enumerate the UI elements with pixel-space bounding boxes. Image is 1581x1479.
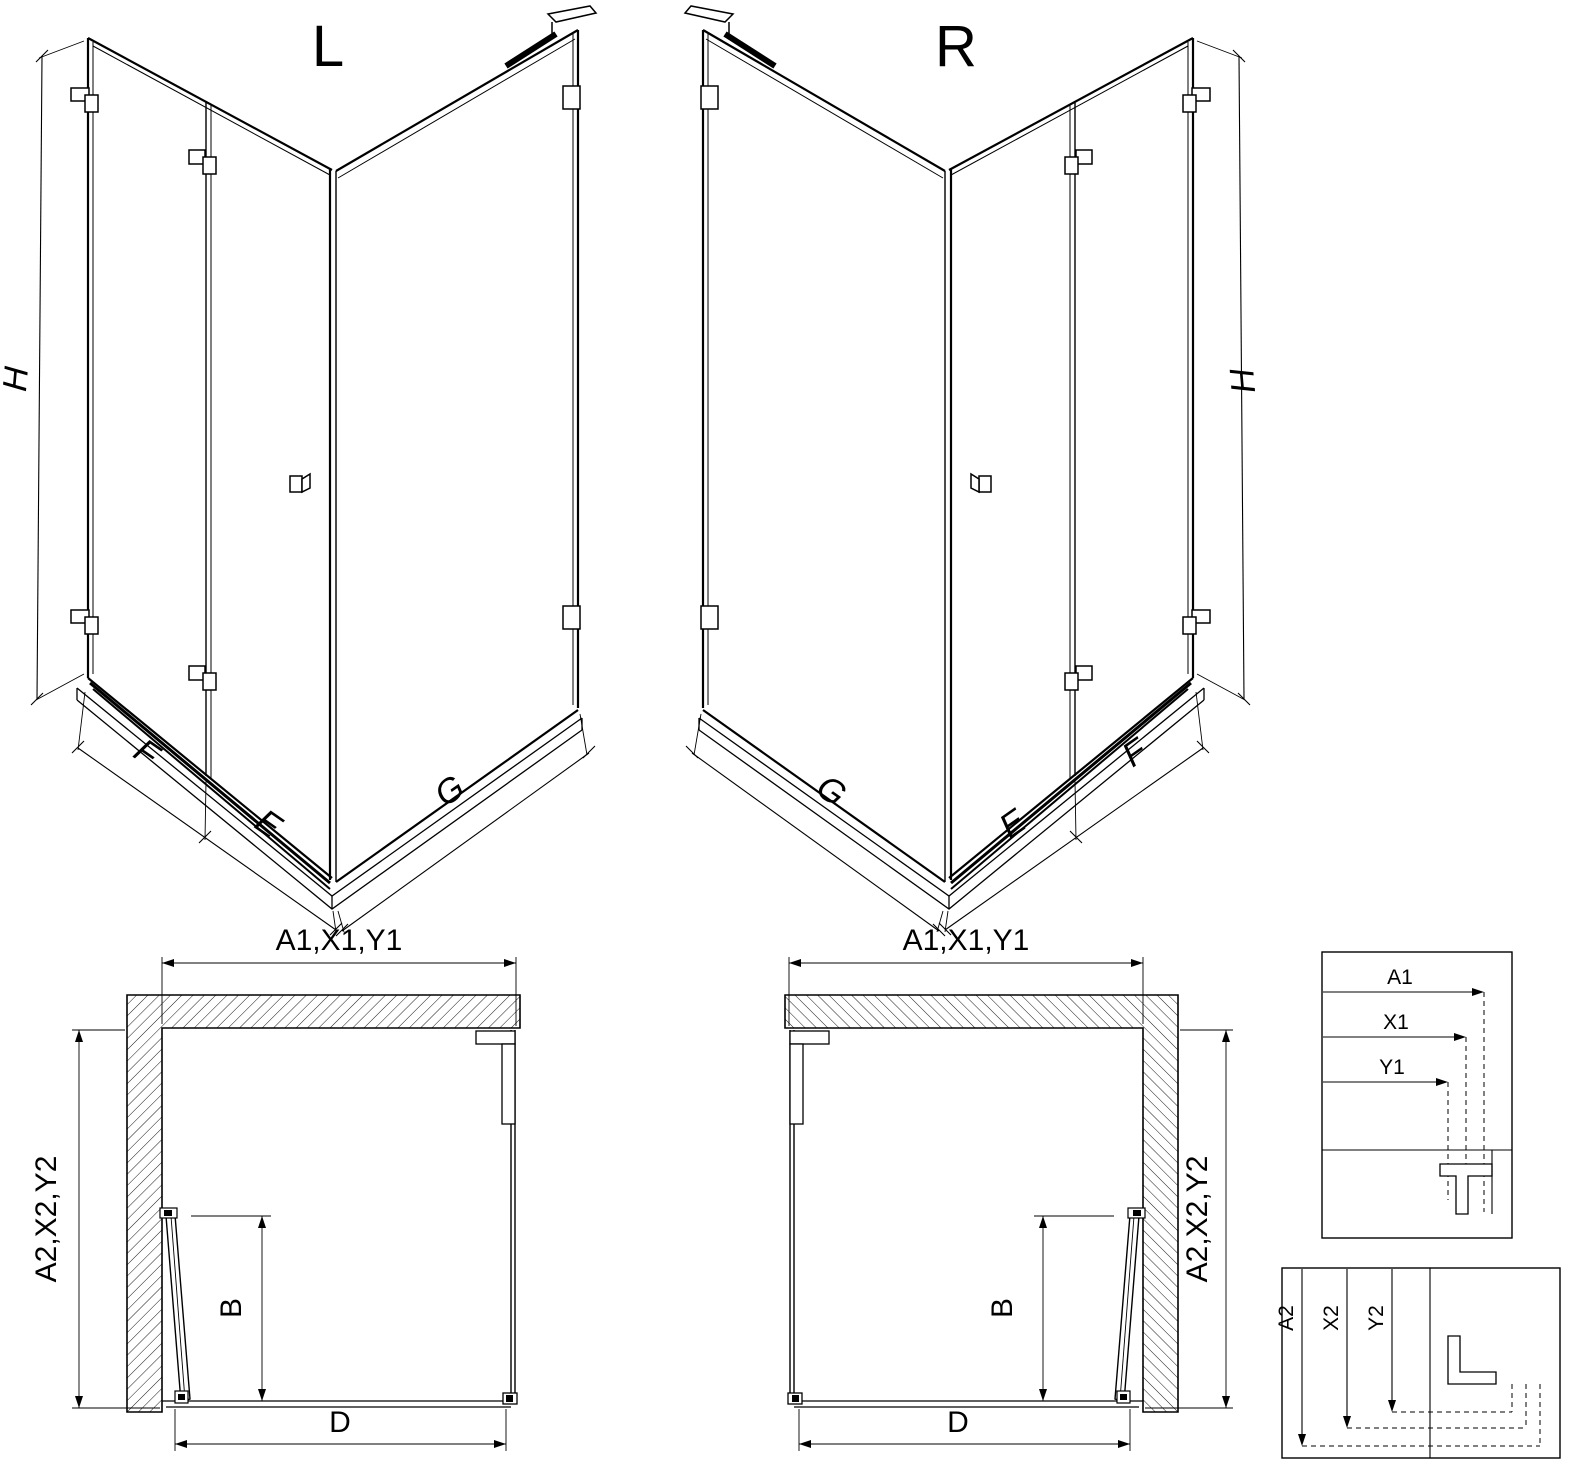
iso-left-structure (31, 6, 596, 936)
detail-a1-label: A1 (1387, 966, 1413, 989)
detail-x2-label: X2 (1320, 1305, 1343, 1331)
plan-door-label-left: B (215, 1298, 248, 1318)
iso-right-structure (685, 6, 1250, 936)
plan-entry-label-left: D (329, 1406, 351, 1439)
plan-left-structure (71, 956, 521, 1452)
detail-width-arrows (1436, 988, 1484, 1086)
detail-y1-label: Y1 (1379, 1056, 1405, 1079)
variant-right-label: R (935, 14, 977, 79)
plan-width-label-right: A1,X1,Y1 (903, 924, 1030, 957)
detail-depth-projection-lines (1302, 1384, 1541, 1447)
height-label-left: H (0, 365, 36, 393)
detail-a2-label: A2 (1275, 1305, 1298, 1331)
side-panel-label-left: G (428, 768, 471, 814)
detail-x1-label: X1 (1383, 1011, 1409, 1034)
plan-right-structure (784, 956, 1234, 1452)
detail-depth-box (1281, 1267, 1561, 1459)
inner-panel-label-left: E (248, 802, 289, 846)
detail-y2-label: Y2 (1365, 1305, 1388, 1331)
height-label-right: H (1223, 367, 1263, 395)
plan-door-label-right: B (986, 1298, 1019, 1318)
plan-depth-label-left: A2,X2,Y2 (30, 1156, 63, 1283)
plan-entry-label-right: D (947, 1406, 969, 1439)
wall-profile-section (1439, 1163, 1493, 1215)
plan-width-label-left: A1,X1,Y1 (276, 924, 403, 957)
detail-width-box (1321, 951, 1513, 1239)
side-panel-label-right: G (810, 768, 853, 814)
detail-depth-arrows (1298, 1400, 1396, 1446)
variant-left-label: L (312, 14, 344, 79)
wall-profile-section (1447, 1335, 1497, 1385)
plan-depth-label-right: A2,X2,Y2 (1181, 1156, 1214, 1283)
